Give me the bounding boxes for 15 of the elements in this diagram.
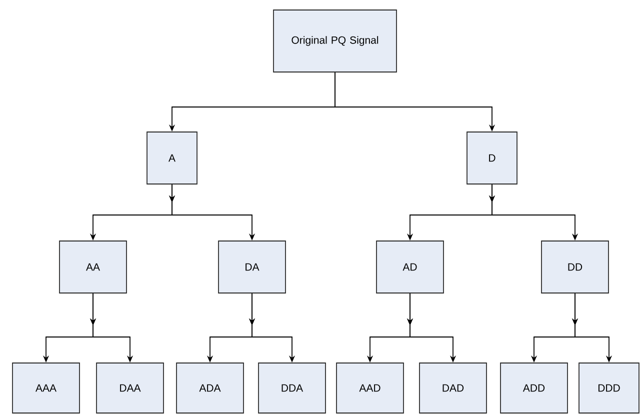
process-box: AD xyxy=(376,240,444,294)
process-box: AA xyxy=(59,240,127,294)
process-box: DAD xyxy=(419,362,487,414)
process-box: DDD xyxy=(578,362,640,414)
process-box: ADD xyxy=(500,362,568,414)
process-box: DDA xyxy=(258,362,326,414)
process-box: Original PQ Signal xyxy=(273,10,397,72)
process-box: DAA xyxy=(96,362,164,414)
process-box: ADA xyxy=(176,362,244,414)
process-box: DD xyxy=(541,240,609,294)
process-box: AAD xyxy=(336,362,404,414)
process-box: A xyxy=(146,132,198,184)
process-box: DA xyxy=(218,240,286,294)
process-box: D xyxy=(466,132,518,184)
process-box: AAA xyxy=(12,362,80,414)
